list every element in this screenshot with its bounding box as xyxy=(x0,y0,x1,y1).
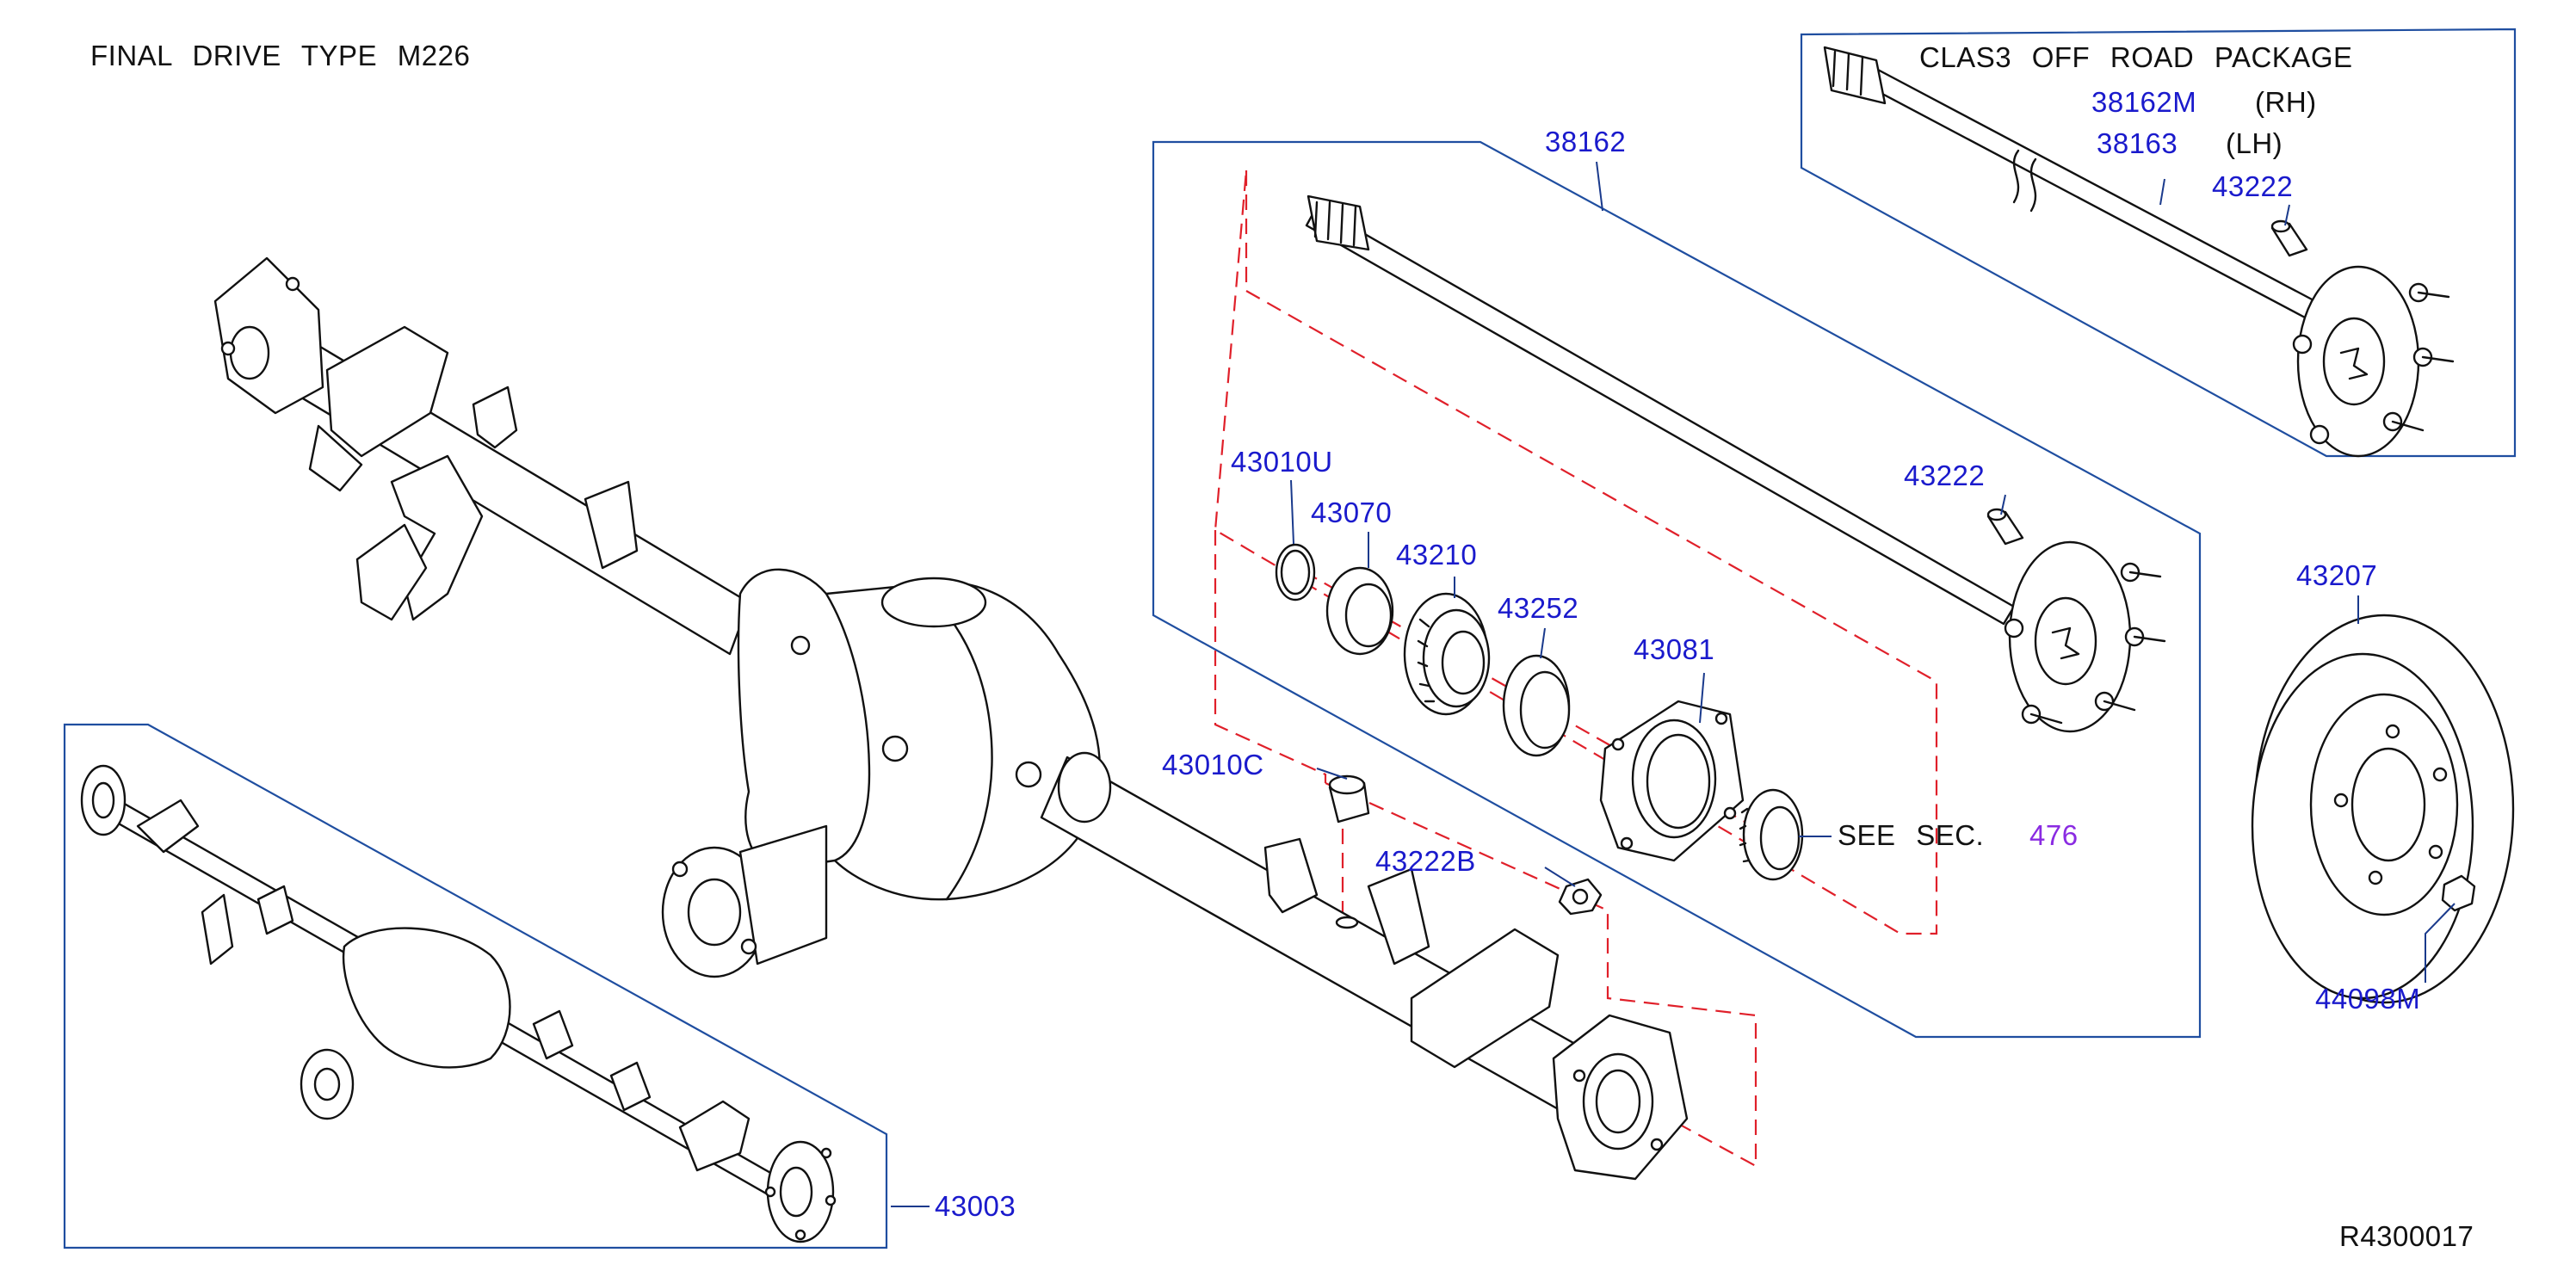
diagram-title: FINAL DRIVE TYPE M226 xyxy=(90,40,470,71)
bearing-retainer xyxy=(1599,700,1745,862)
rear-axle-housing xyxy=(213,256,1689,1181)
axle-shaft-group-frame xyxy=(1152,140,2202,1039)
part-number-bearing-retainer[interactable]: 43081 xyxy=(1634,633,1714,665)
diagram-code: R4300017 xyxy=(2339,1220,2474,1252)
part-number-oil-seal[interactable]: 43252 xyxy=(1498,592,1578,624)
part-number-axle-shaft-rh[interactable]: 38162M xyxy=(2091,86,2196,118)
axle-assembly-inset-frame xyxy=(63,723,888,1249)
hub-bolt-offroad xyxy=(2270,219,2308,257)
leader-lines xyxy=(891,161,2456,1207)
oil-seal xyxy=(1502,654,1571,757)
axle-assembly-inset xyxy=(80,764,837,1243)
brake-rotor xyxy=(2251,614,2515,1004)
part-number-wheel-nut[interactable]: 44098M xyxy=(2315,983,2420,1015)
part-number-axle-assembly[interactable]: 43003 xyxy=(935,1190,1016,1222)
off-road-axle-shaft xyxy=(1823,46,2455,458)
hub-bolt xyxy=(1986,508,2024,546)
part-number-brake-rotor[interactable]: 43207 xyxy=(2296,559,2377,591)
part-number-bearing-collar[interactable]: 43070 xyxy=(1311,497,1392,528)
axle-shaft-rh-side-label: (RH) xyxy=(2255,86,2317,118)
part-number-stud-nut[interactable]: 43222B xyxy=(1375,845,1476,877)
part-number-breather[interactable]: 43010C xyxy=(1162,749,1264,780)
part-number-snap-ring[interactable]: 43010U xyxy=(1231,446,1333,478)
see-section-text: SEE SEC. xyxy=(1838,819,1984,851)
part-number-wheel-bearing[interactable]: 43210 xyxy=(1396,539,1477,571)
axle-shaft xyxy=(1305,194,2166,733)
stud-nut xyxy=(1558,878,1603,916)
bearing-stack-phantom-line xyxy=(1214,530,1327,783)
retainer-phantom-line xyxy=(1325,781,1757,1168)
wheel-bearing xyxy=(1403,592,1491,716)
part-number-axle-shaft[interactable]: 38162 xyxy=(1545,126,1626,157)
off-road-package-title: CLAS3 OFF ROAD PACKAGE xyxy=(1919,41,2353,73)
snap-ring xyxy=(1275,543,1316,601)
part-number-hub-bolt[interactable]: 43222 xyxy=(1904,460,1985,491)
see-section-link[interactable]: 476 xyxy=(2029,819,2079,851)
axle-shaft-lh-side-label: (LH) xyxy=(2226,127,2283,159)
off-road-package-frame xyxy=(1800,28,2517,458)
part-number-axle-shaft-lh[interactable]: 38163 xyxy=(2097,127,2178,159)
abs-sensor-rotor xyxy=(1739,788,1804,881)
wheel-nut xyxy=(2441,874,2476,912)
axle-shaft-phantom-outline xyxy=(1214,170,1938,935)
part-number-hub-bolt-offroad[interactable]: 43222 xyxy=(2212,170,2293,202)
breather xyxy=(1328,774,1370,929)
bearing-collar xyxy=(1325,566,1394,656)
